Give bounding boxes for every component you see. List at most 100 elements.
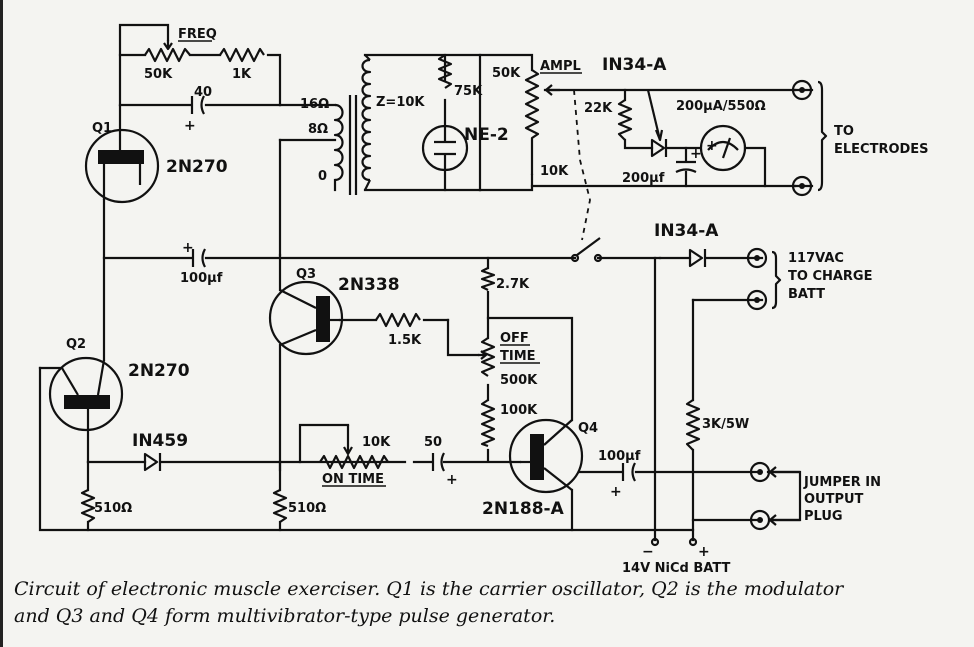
electrode-jack-top[interactable]	[791, 79, 813, 101]
capacitor-50	[431, 452, 445, 472]
jumper-1: JUMPER IN	[803, 475, 881, 490]
ac-jack-bottom[interactable]	[746, 289, 768, 311]
c40-plus: +	[184, 118, 196, 134]
diode-in34a-meter	[646, 89, 668, 158]
resistor-75k	[437, 54, 453, 89]
tap-0-label: 0	[318, 169, 327, 184]
circuit-schematic: FREQ 50K 1K 40 + Q1 2N270 16Ω 8Ω 0 Z=10K…	[38, 23, 929, 575]
resistor-510-b	[272, 489, 288, 523]
figure-caption: Circuit of electronic muscle exerciser. …	[14, 576, 964, 630]
off-time-2: TIME	[500, 349, 536, 364]
electrode-jack-bottom[interactable]	[791, 175, 813, 197]
resistor-510-a	[80, 489, 96, 523]
d3-label: IN459	[132, 431, 188, 451]
ampl-wiper	[544, 84, 560, 96]
resistor-1-5k	[375, 312, 421, 328]
c200-label: 200μf	[622, 171, 665, 186]
wires	[38, 23, 814, 542]
diode-in34a-charge	[688, 248, 707, 268]
freq-pot-wiper	[163, 40, 173, 51]
batt-plus: +	[698, 544, 710, 560]
c50-label: 50	[424, 435, 442, 450]
on-off-switch[interactable]	[570, 89, 603, 263]
c100-top-label: 100μf	[180, 271, 223, 286]
q3-label: Q3	[296, 267, 316, 282]
ac-label-2: TO CHARGE	[788, 269, 873, 284]
resistor-2-7k	[480, 267, 496, 291]
on-time-pot-10k[interactable]	[319, 454, 389, 470]
caption-line-2: and Q3 and Q4 form multivibrator-type pu…	[14, 605, 556, 627]
c100-q4-plus: +	[610, 484, 622, 500]
tap-8-label: 8Ω	[308, 122, 328, 137]
on-time-wiper	[343, 425, 353, 456]
freq-label: FREQ	[178, 27, 217, 42]
q1-label: Q1	[92, 121, 112, 136]
ampl-pot[interactable]	[524, 69, 540, 175]
to-electrodes-1: TO	[834, 124, 854, 139]
ne2-neon-lamp	[421, 124, 469, 172]
caption-line-1: Circuit of electronic muscle exerciser. …	[14, 578, 844, 600]
c40-label: 40	[194, 85, 212, 100]
meter-label: 200μA/550Ω	[676, 99, 766, 114]
q4-label: Q4	[578, 421, 598, 436]
labels: FREQ 50K 1K 40 + Q1 2N270 16Ω 8Ω 0 Z=10K…	[66, 27, 929, 575]
page-edge	[0, 0, 3, 647]
to-electrodes-2: ELECTRODES	[834, 142, 929, 157]
c50-plus: +	[446, 472, 458, 488]
meter-plus: +	[706, 138, 718, 154]
diodes	[143, 89, 707, 472]
resistor-100k	[480, 399, 496, 448]
on-time-label: ON TIME	[322, 472, 384, 487]
q3-type-label: 2N338	[338, 275, 400, 295]
c200-plus: +	[690, 146, 702, 162]
ampl-label: AMPL	[540, 59, 581, 74]
batt-minus: −	[642, 544, 654, 560]
q1-type-label: 2N270	[166, 157, 228, 177]
r1k-label: 1K	[232, 67, 252, 82]
r10k-on-label: 10K	[362, 435, 391, 450]
capacitor-100uf-top	[191, 248, 206, 268]
z-label: Z=10K	[376, 95, 425, 110]
jacks	[650, 79, 828, 547]
ampl-50k-label: 50K	[492, 66, 521, 81]
r100k-label: 100K	[500, 403, 538, 418]
r22k-label: 22K	[584, 101, 613, 116]
ac-jack-top[interactable]	[746, 247, 768, 269]
d2-label: IN34-A	[654, 221, 719, 241]
resistors	[80, 40, 701, 523]
r510-a-label: 510Ω	[94, 501, 132, 516]
diode-in459	[143, 452, 162, 472]
q4-type-label: 2N188-A	[482, 499, 565, 519]
freq-pot-50k[interactable]	[144, 47, 191, 63]
off-time-wiper	[478, 350, 488, 360]
q2-label: Q2	[66, 337, 86, 352]
off-time-pot-500k[interactable]	[480, 337, 496, 377]
r75k-label: 75K	[454, 84, 483, 99]
batt-label: 14V NiCd BATT	[622, 561, 731, 575]
jumper-2: OUTPUT	[804, 492, 864, 507]
ampl-10k-label: 10K	[540, 164, 569, 179]
transistor-q3	[268, 280, 344, 356]
tap-16-label: 16Ω	[300, 97, 329, 112]
off-time-1: OFF	[500, 331, 529, 346]
resistor-1k	[219, 47, 265, 63]
c100-top-plus: +	[182, 240, 194, 256]
ac-label-1: 117VAC	[788, 251, 844, 266]
r27k-label: 2.7K	[496, 277, 530, 292]
resistor-22k	[617, 99, 633, 141]
c100-q4-label: 100μf	[598, 449, 641, 464]
d1-label: IN34-A	[602, 55, 667, 75]
q2-type-label: 2N270	[128, 361, 190, 381]
ac-label-3: BATT	[788, 287, 825, 302]
output-transformer	[333, 54, 372, 195]
transistor-q4	[508, 418, 584, 494]
capacitor-200uf	[675, 160, 697, 173]
capacitor-100uf-q4	[621, 462, 636, 482]
r15k-label: 1.5K	[388, 333, 422, 348]
r3k-label: 3K/5W	[702, 417, 749, 432]
r500k-label: 500K	[500, 373, 538, 388]
ne2-label: NE-2	[464, 125, 509, 145]
capacitor-40	[190, 95, 205, 115]
transistor-q1	[84, 105, 160, 204]
